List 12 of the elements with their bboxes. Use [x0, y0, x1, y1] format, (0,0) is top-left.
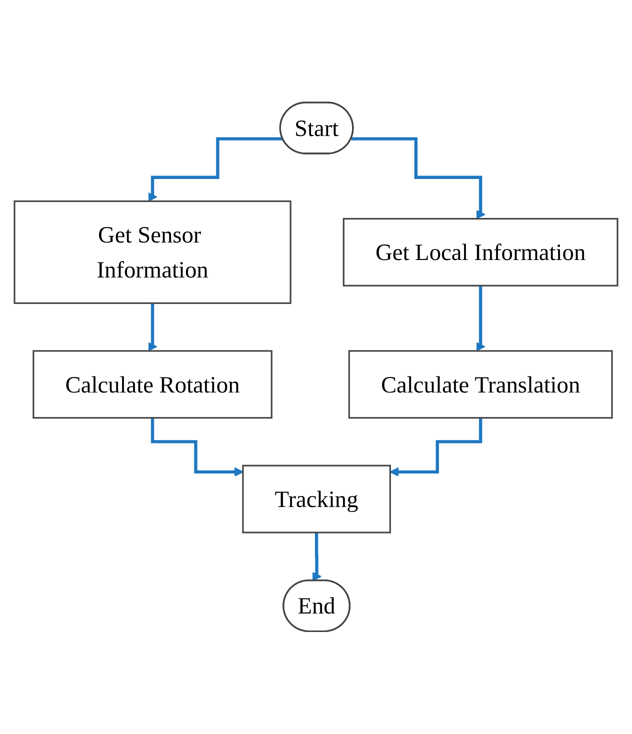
arrow: [476, 284, 486, 352]
node-box: Calculate Rotation: [32, 350, 272, 419]
arrow: [150, 416, 244, 477]
arrow: [148, 137, 283, 202]
node-box: Tracking: [242, 464, 391, 534]
arrow: [389, 416, 482, 477]
node-box: Get Local Information: [342, 218, 618, 287]
arrow: [351, 137, 486, 220]
node-box: Calculate Translation: [348, 350, 613, 419]
node-box: Get Sensor Information: [14, 200, 292, 304]
arrow: [148, 302, 158, 352]
arrow: [312, 531, 322, 582]
